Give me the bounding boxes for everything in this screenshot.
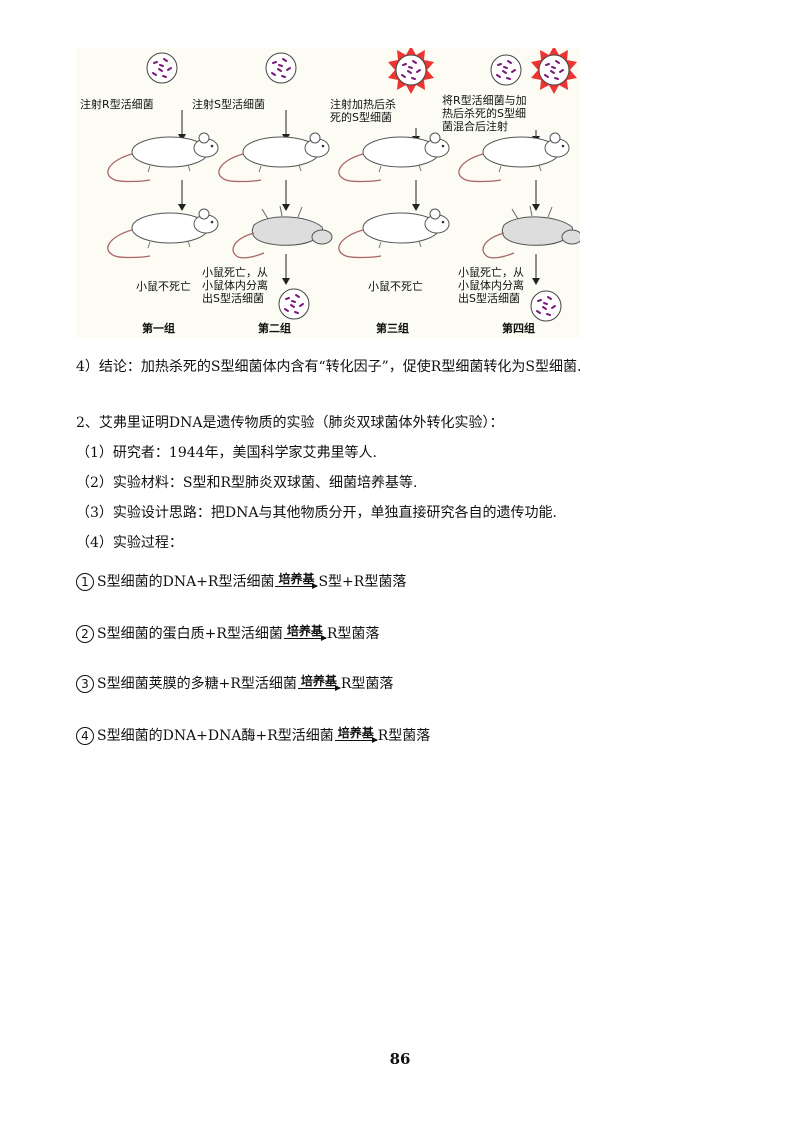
group2-injection-label: 注射S型活细菌 (192, 98, 265, 111)
group1-result-label: 小鼠不死亡 (136, 280, 191, 293)
section2-title: 2、艾弗里证明DNA是遗传物质的实验（肺炎双球菌体外转化实验）： (76, 415, 504, 431)
petri-dish-icon (146, 52, 178, 84)
step-lhs: S型细菌的DNA+DNA酶+R型活细菌 (97, 728, 334, 744)
step-number-circle: 4 (76, 727, 94, 745)
petri-dish-icon (265, 52, 297, 84)
step-rhs: R型菌落 (326, 626, 380, 642)
group1-caption: 第一组 (142, 322, 175, 335)
experiment-illustration (107, 48, 580, 322)
petri-dish-icon (395, 54, 427, 86)
group1-injection-label: 注射R型活细菌 (80, 98, 154, 111)
group3-result-label: 小鼠不死亡 (368, 280, 423, 293)
step-rhs: S型+R型菌落 (318, 574, 407, 590)
conclusion-text: 4）结论：加热杀死的S型细菌体内含有“转化因子”，促使R型细菌转化为S型细菌. (76, 359, 582, 375)
reaction-arrow-icon: 培养基 (275, 572, 319, 589)
step-number-circle: 3 (76, 675, 94, 693)
reaction-arrow-icon: 培养基 (297, 674, 341, 691)
section2-item-1: （1）研究者：1944年，美国科学家艾弗里等人. (76, 445, 377, 461)
petri-dish-icon (278, 288, 310, 320)
mouse-dead-icon (232, 205, 333, 259)
group2-caption: 第二组 (258, 322, 291, 335)
mouse-alive-icon (338, 132, 450, 183)
step-lhs: S型细菌的蛋白质+R型活细菌 (97, 626, 283, 642)
mouse-dead-icon (482, 205, 580, 259)
step-rhs: R型菌落 (340, 676, 394, 692)
griffith-experiment-figure: 注射R型活细菌 小鼠不死亡 第一组 注射S型活细菌 小鼠死亡，从 小鼠体内分离 … (76, 48, 580, 338)
experiment-step-2: 2 S型细菌的蛋白质+R型活细菌 培养基 R型菌落 (76, 624, 379, 644)
reaction-arrow-icon: 培养基 (334, 726, 378, 743)
page-number: 86 (389, 1050, 411, 1068)
mouse-alive-icon (458, 132, 570, 183)
group3-injection-label: 注射加热后杀 死的S型细菌 (330, 98, 396, 124)
experiment-step-4: 4 S型细菌的DNA+DNA酶+R型活细菌 培养基 R型菌落 (76, 726, 430, 746)
mouse-alive-icon (107, 132, 219, 183)
experiment-step-3: 3 S型细菌荚膜的多糖+R型活细菌 培养基 R型菌落 (76, 674, 393, 694)
step-rhs: R型菌落 (377, 728, 431, 744)
group4-caption: 第四组 (502, 322, 535, 335)
mouse-alive-icon (338, 208, 450, 259)
step-lhs: S型细菌荚膜的多糖+R型活细菌 (97, 676, 297, 692)
arrow-label: 培养基 (300, 674, 337, 688)
group2-result-label: 小鼠死亡，从 小鼠体内分离 出S型活细菌 (202, 266, 268, 305)
petri-dish-icon (530, 290, 562, 322)
section2-item-4: （4）实验过程： (76, 535, 183, 551)
arrow-label: 培养基 (278, 572, 315, 586)
section2-item-2: （2）实验材料：S型和R型肺炎双球菌、细菌培养基等. (76, 475, 418, 491)
step-number-circle: 1 (76, 573, 94, 591)
step-lhs: S型细菌的DNA+R型活细菌 (97, 574, 275, 590)
arrow-label: 培养基 (337, 726, 374, 740)
experiment-step-1: 1 S型细菌的DNA+R型活细菌 培养基 S型+R型菌落 (76, 572, 406, 592)
group4-injection-label: 将R型活细菌与加 热后杀死的S型细 菌混合后注射 (442, 94, 527, 133)
petri-dish-icon (490, 54, 522, 86)
arrow-label: 培养基 (286, 624, 323, 638)
group3-caption: 第三组 (376, 322, 409, 335)
group4-result-label: 小鼠死亡，从 小鼠体内分离 出S型活细菌 (458, 266, 524, 305)
mouse-alive-icon (107, 208, 219, 259)
reaction-arrow-icon: 培养基 (283, 624, 327, 641)
section2-item-3: （3）实验设计思路：把DNA与其他物质分开，单独直接研究各自的遗传功能. (76, 505, 557, 521)
step-number-circle: 2 (76, 625, 94, 643)
petri-dish-icon (538, 54, 570, 86)
mouse-alive-icon (218, 132, 330, 183)
